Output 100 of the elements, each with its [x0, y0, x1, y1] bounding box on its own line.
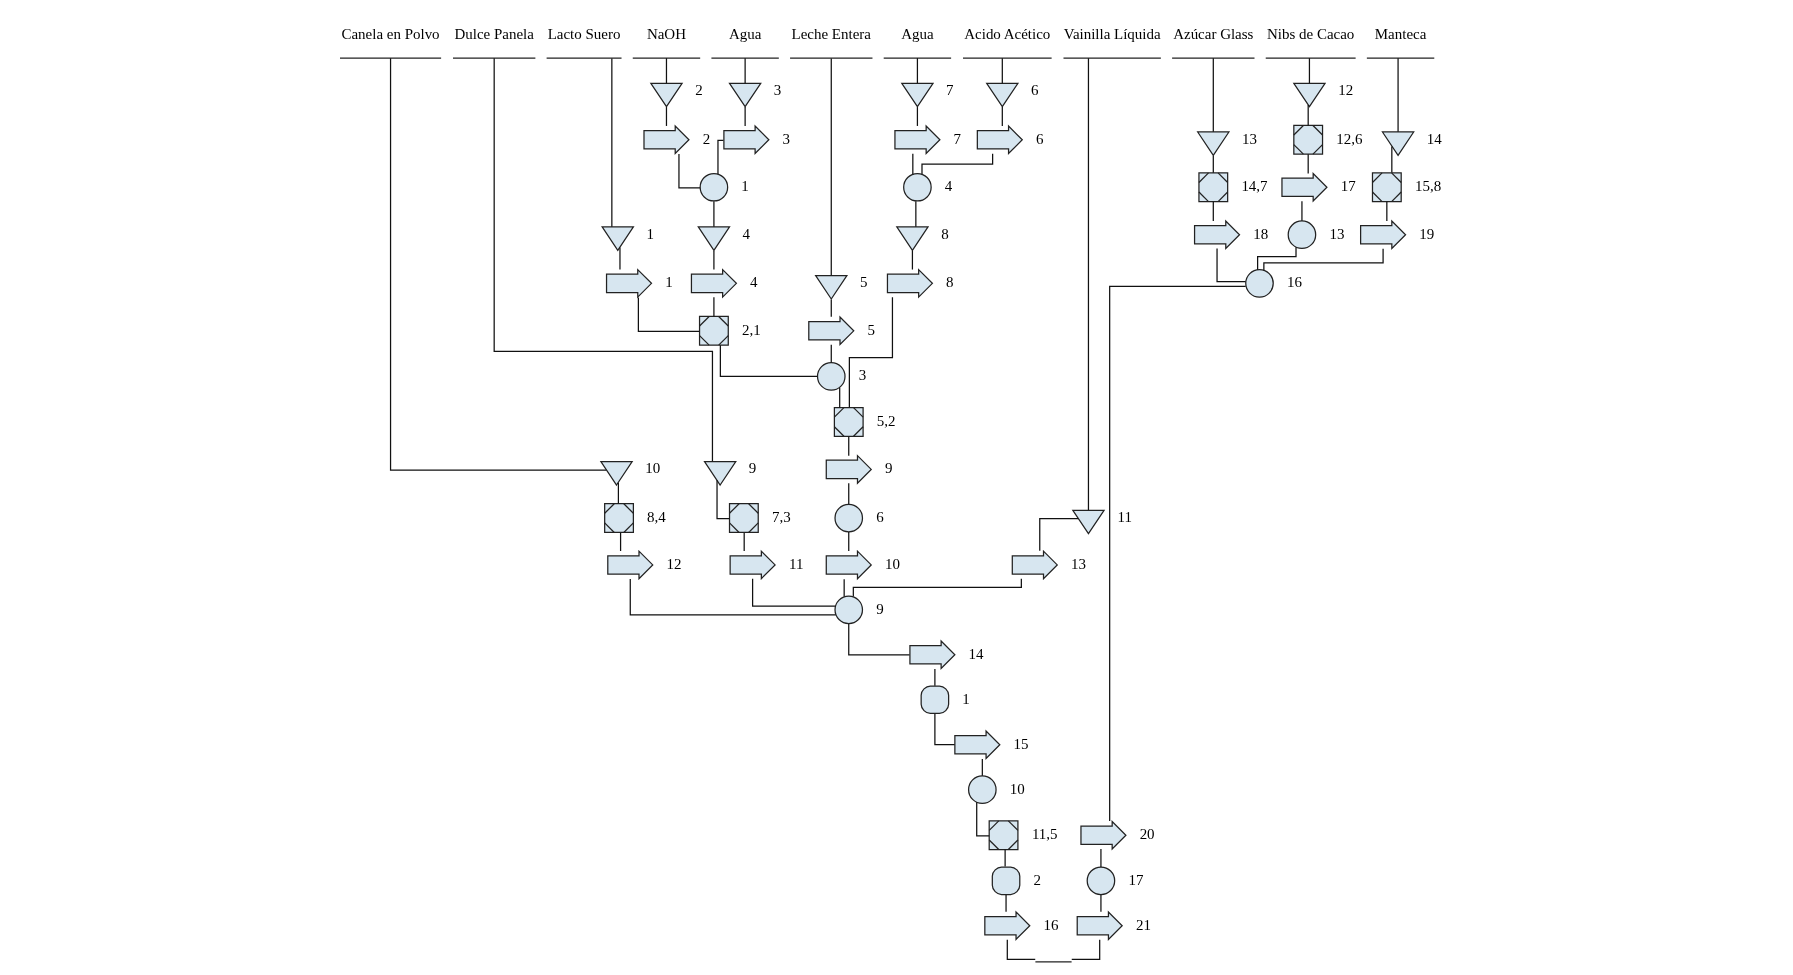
- node-triangle: [814, 274, 849, 301]
- node-label: 8: [946, 274, 954, 291]
- node-arrow: [723, 124, 770, 156]
- node-label: 16: [1043, 916, 1059, 933]
- connector: [1006, 939, 1036, 961]
- node-arrow: [643, 124, 690, 156]
- node-label: 12,6: [1336, 130, 1363, 147]
- node-triangle: [649, 82, 684, 108]
- node-label: 5: [867, 321, 875, 338]
- node-label: 15: [1013, 735, 1029, 752]
- connector: [637, 296, 700, 333]
- node-arrow: [808, 315, 855, 347]
- connector: [1109, 285, 1247, 822]
- connector: [934, 713, 956, 746]
- node-label: 6: [876, 508, 884, 525]
- node-delay: [920, 685, 950, 715]
- node-label: 16: [1286, 274, 1302, 291]
- node-label: 7,3: [771, 508, 791, 525]
- node-label: 2: [702, 130, 711, 147]
- node-text: Canela en Polvo: [341, 26, 440, 43]
- connector: [934, 668, 936, 687]
- node-triangle: [601, 226, 635, 252]
- connector: [830, 57, 832, 276]
- node-label: 1: [665, 274, 673, 291]
- node-circle: [1086, 866, 1116, 896]
- connector: [1004, 849, 1006, 868]
- node-label: 9: [876, 600, 884, 617]
- node-label: 13: [1329, 225, 1345, 242]
- node-circle: [834, 595, 864, 625]
- connector: [1301, 200, 1303, 222]
- node-label: 12: [1338, 81, 1354, 98]
- connector: [1307, 104, 1309, 127]
- node-label: 11: [789, 555, 804, 572]
- connector: [921, 153, 994, 175]
- connector: [1212, 57, 1214, 133]
- connector: [1386, 201, 1388, 222]
- node-label: 11: [1117, 508, 1132, 525]
- connector: [848, 531, 850, 552]
- node-arrow: [1076, 910, 1124, 941]
- node-label: 10: [884, 555, 900, 572]
- connector: [1212, 201, 1214, 222]
- node-label: 6: [1036, 130, 1044, 147]
- node-arrow: [1360, 219, 1407, 250]
- node-arrow: [605, 268, 653, 299]
- node-triangle: [599, 460, 634, 487]
- connector: [717, 139, 725, 175]
- node-label: 4: [742, 225, 751, 242]
- node-label: 2: [1033, 871, 1042, 888]
- node-circle: [1287, 220, 1317, 250]
- connector: [719, 344, 818, 377]
- node-label: 17: [1340, 178, 1356, 195]
- node-text: Acido Acético: [964, 26, 1051, 43]
- node-label: 2,1: [742, 321, 761, 338]
- node-label: 3: [782, 130, 791, 147]
- node-label: 8,4: [647, 508, 666, 525]
- connector: [1397, 57, 1399, 133]
- node-text: Azúcar Glass: [1173, 26, 1254, 43]
- node-label: 10: [1009, 780, 1025, 797]
- connector: [848, 482, 850, 505]
- connector: [848, 623, 911, 656]
- node-label: 9: [748, 460, 757, 477]
- node-triangle: [1196, 131, 1231, 157]
- node-circle: [967, 775, 997, 804]
- connector: [916, 106, 919, 127]
- connector: [713, 296, 715, 318]
- node-label: 7: [953, 130, 962, 147]
- connector: [619, 532, 622, 552]
- node-label: 14: [1426, 130, 1442, 147]
- connector: [1257, 246, 1297, 271]
- connector: [1100, 848, 1102, 868]
- node-label: 5: [859, 274, 868, 291]
- node-label: 14,7: [1241, 178, 1268, 195]
- node-triangle: [1292, 82, 1327, 108]
- connector: [678, 153, 701, 189]
- node-triangle: [728, 82, 762, 108]
- node-label: 14: [968, 645, 984, 662]
- node-label: 4: [944, 178, 953, 195]
- node-triangle: [1071, 509, 1106, 535]
- connector: [1005, 894, 1007, 913]
- node-arrow: [1011, 549, 1059, 581]
- node-triangle: [697, 226, 731, 252]
- connector: [1001, 106, 1003, 127]
- node-label: 1: [646, 225, 654, 242]
- node-text: Agua: [728, 26, 762, 43]
- connector: [911, 250, 914, 271]
- connector: [1216, 247, 1247, 283]
- node-circle: [1245, 269, 1274, 298]
- connector: [915, 200, 917, 228]
- connector: [839, 386, 841, 409]
- node-label: 6: [1031, 81, 1039, 98]
- node-label: 1: [962, 690, 970, 707]
- connector: [1308, 57, 1311, 84]
- node-label: 7: [946, 81, 954, 98]
- connector: [912, 153, 914, 175]
- connector: [617, 482, 620, 505]
- node-arrow: [1080, 819, 1127, 851]
- node-label: 5,2: [876, 412, 896, 429]
- node-triangle: [703, 460, 737, 487]
- connector: [976, 801, 990, 837]
- connector: [1001, 57, 1003, 84]
